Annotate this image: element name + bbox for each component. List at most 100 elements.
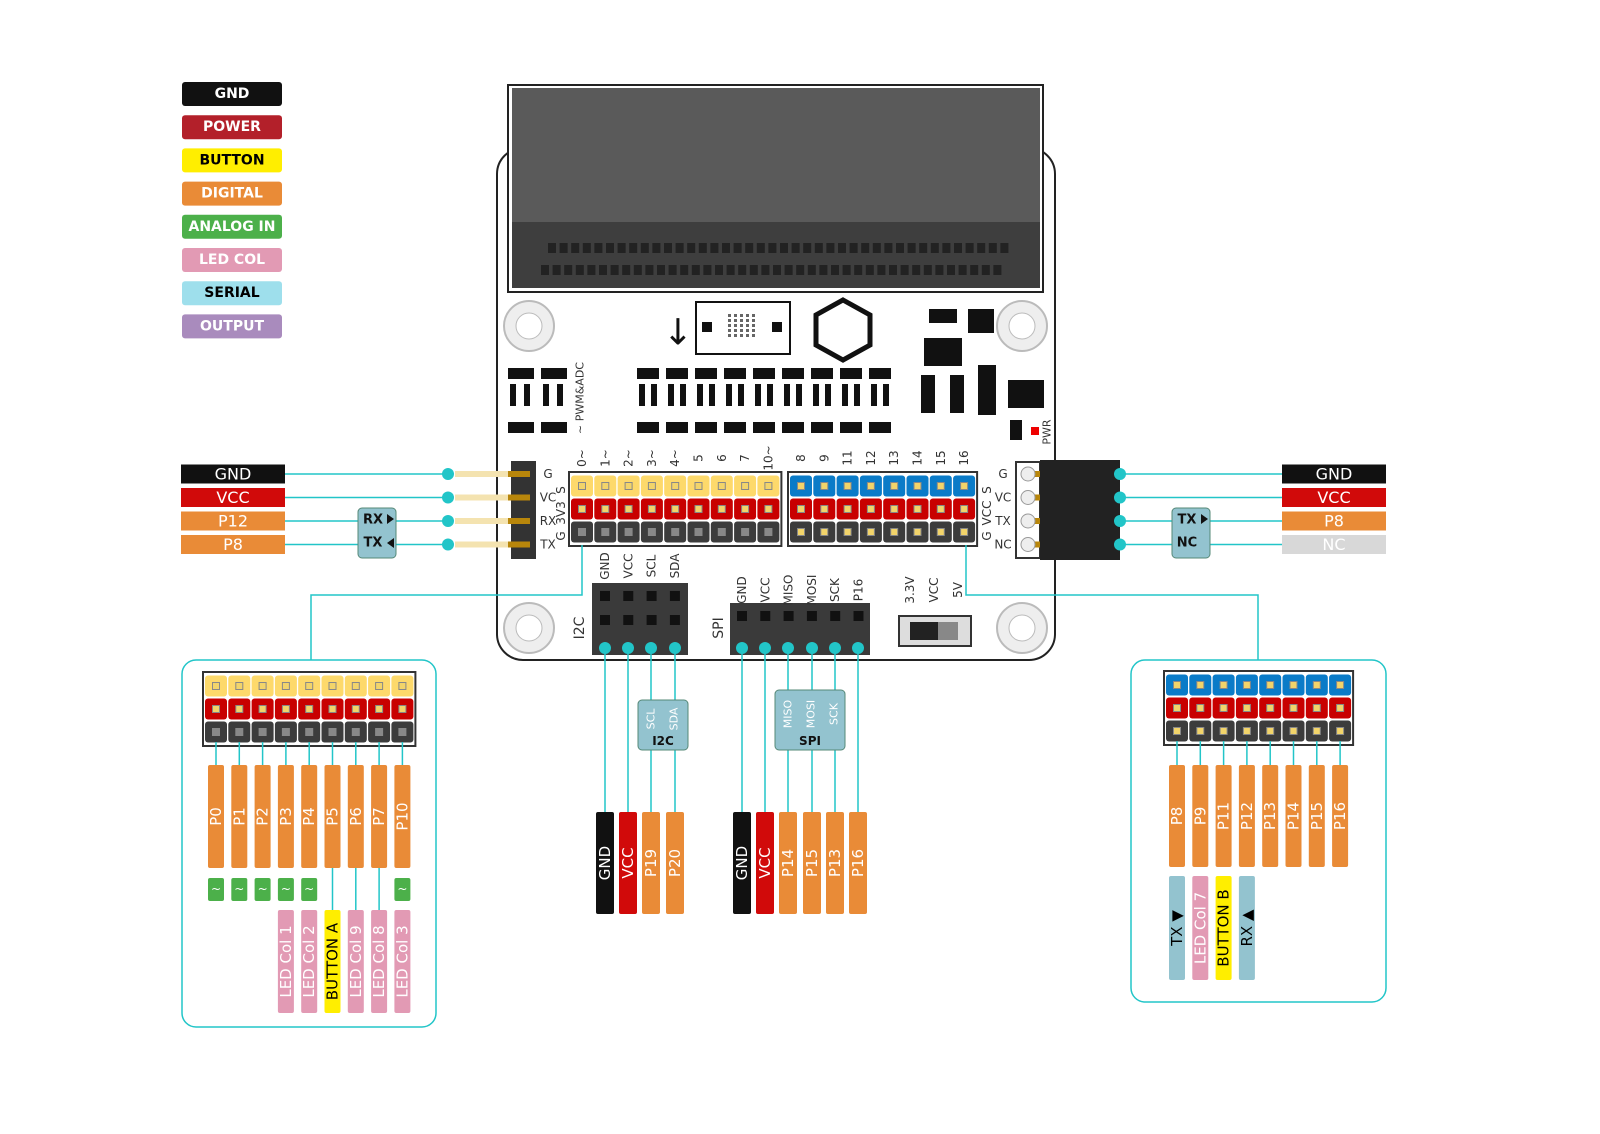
i2c-bar-label: P20: [666, 849, 684, 877]
smd-resistor: [753, 422, 775, 433]
left-uart-label-bg: [181, 511, 285, 531]
smd-resistor: [724, 368, 746, 379]
spi-bar-label-bg: [756, 812, 774, 914]
pin-pad: [797, 528, 805, 536]
edge-pin: [884, 243, 893, 253]
edge-pin: [877, 265, 886, 275]
pin-pad: [843, 505, 852, 513]
microbit-icon-led: [746, 334, 749, 337]
legend-swatch-button: [182, 148, 282, 173]
legend-swatch-serial: [182, 281, 282, 306]
edge-pin: [854, 265, 863, 275]
edge-pin: [896, 243, 904, 253]
legend-swatch-gnd: [182, 82, 282, 106]
uart-header-pin-label: TX: [994, 514, 1011, 528]
microbit-icon-led: [728, 334, 731, 337]
i2c-pin: [646, 591, 657, 601]
pin-pad: [305, 705, 314, 713]
analog-badge: [277, 878, 294, 901]
row-label: G: [980, 531, 994, 540]
pin-label: P7: [370, 807, 388, 826]
pin-pad: [1266, 704, 1275, 712]
smd-part: [796, 384, 802, 406]
pin-label: P0: [207, 807, 225, 826]
pin-pad: [913, 482, 922, 490]
edge-pin: [722, 243, 730, 253]
smd-part: [697, 384, 703, 406]
pin-pad: [913, 528, 922, 536]
smd-resistor: [724, 422, 746, 433]
pin-label: P15: [1308, 802, 1326, 830]
header-column-label: 14: [911, 450, 925, 465]
serial-box-label: TX: [364, 536, 383, 551]
header-column-label: 13: [887, 450, 901, 465]
uart-header-pin-label: VC: [540, 491, 557, 505]
header-column-label: 4~: [668, 449, 682, 467]
header-column-label: 6: [715, 454, 729, 462]
pin-pad: [258, 705, 267, 713]
edge-pin: [954, 243, 962, 253]
pin-pad: [960, 482, 969, 490]
wire-dot: [442, 538, 454, 551]
edge-pin: [664, 243, 672, 253]
microbit-icon-led: [728, 319, 731, 322]
edge-pin: [889, 265, 897, 275]
pin-function-label-bg: [394, 910, 411, 1013]
edge-pin: [773, 265, 781, 275]
i2c-box-label: SDA: [668, 707, 681, 730]
header-column-label: 9: [817, 454, 831, 462]
analog-icon: ~: [234, 882, 244, 896]
pin-pad: [717, 482, 726, 490]
microbit-icon-led: [746, 329, 749, 332]
pin-pad: [351, 728, 360, 736]
legend-swatch-output: [182, 314, 282, 339]
analog-icon: ~: [397, 882, 407, 896]
pin-lead: [455, 518, 530, 524]
analog-badge: [394, 878, 411, 901]
pin-function-label: RX ▲: [1238, 909, 1256, 946]
pin-label: P10: [393, 802, 411, 830]
legend-label: OUTPUT: [200, 318, 264, 334]
edge-pin: [814, 243, 823, 253]
smd-part: [784, 384, 790, 406]
pin-pad: [258, 728, 267, 736]
spi-pin: [783, 611, 794, 621]
pin-label-bg: [231, 765, 248, 868]
microbit-icon-led: [734, 334, 737, 337]
left-uart-pin-label: P12: [218, 512, 248, 531]
i2c-pin-label: VCC: [621, 554, 635, 579]
spi-bar-label: GND: [733, 846, 751, 880]
header-column-label: 8: [794, 454, 808, 462]
spi-connector: [730, 603, 870, 655]
pin-function-label: BUTTON A: [324, 922, 342, 1000]
pin-pad: [694, 482, 703, 490]
legend-label: GND: [215, 86, 250, 102]
microbit-icon-led: [746, 319, 749, 322]
edge-pin: [617, 243, 626, 253]
pin-label-bg: [1192, 765, 1209, 867]
pin-pad: [1312, 727, 1321, 735]
edge-pin: [548, 243, 556, 253]
uart-header-pin-label: TX: [539, 538, 556, 552]
smd-resistor: [782, 368, 804, 379]
edge-pin: [675, 243, 684, 253]
arrow-down-icon: ↓: [663, 313, 693, 354]
pin-pad: [960, 505, 969, 513]
legend-label: POWER: [203, 119, 261, 135]
pin-label: P4: [300, 807, 318, 826]
pin-function-label: LED Col 8: [370, 925, 388, 997]
right-pin-panel: [1130, 659, 1387, 1003]
smd-part: [842, 384, 848, 406]
edge-pin: [691, 265, 700, 275]
spi-box: [774, 689, 846, 751]
logo: [813, 297, 873, 363]
spi-pin: [853, 611, 864, 621]
pin-pad: [212, 728, 220, 736]
edge-pin: [599, 265, 607, 275]
smd-component: [1010, 420, 1022, 440]
edge-pin: [842, 265, 851, 275]
legend-swatch-power: [182, 115, 282, 140]
pin-function-label: LED Col 1: [277, 925, 295, 997]
spi-bar-label: P13: [826, 849, 844, 877]
i2c-box-title: I2C: [652, 734, 674, 748]
